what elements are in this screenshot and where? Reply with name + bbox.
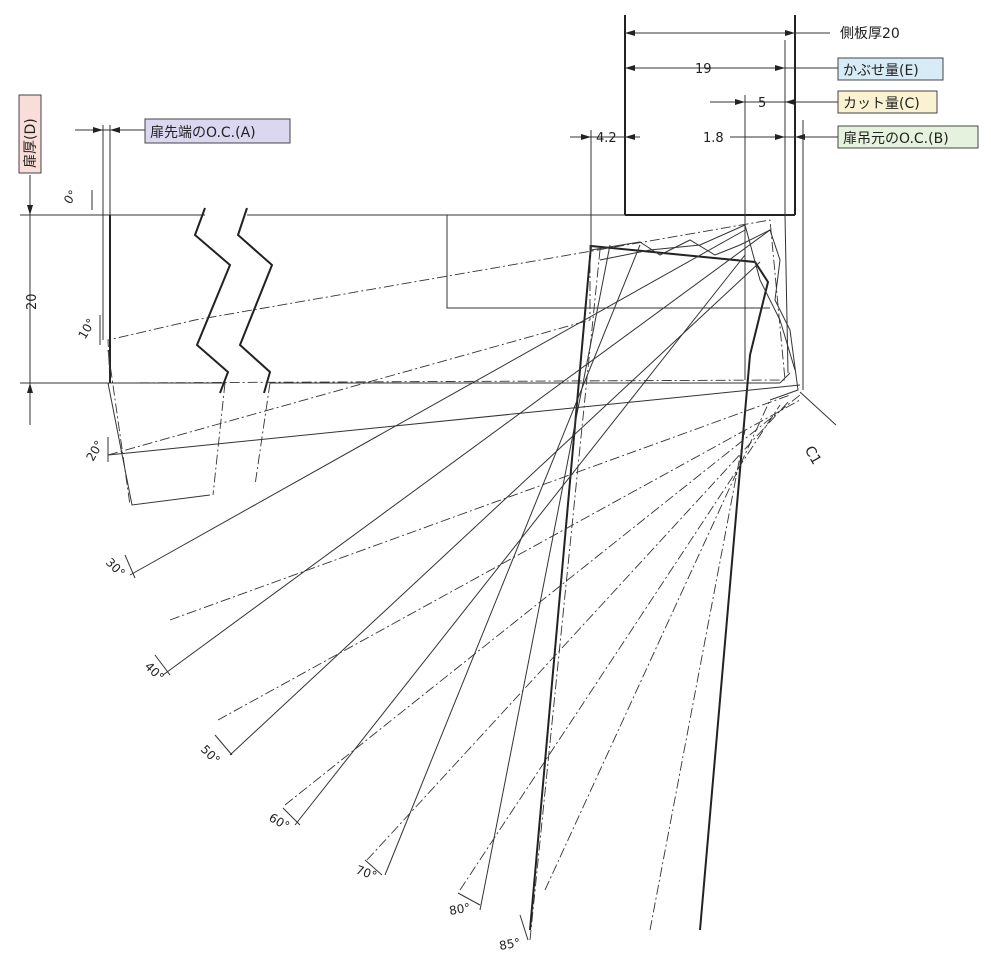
angle-80: 80° [448, 900, 471, 917]
label-side-panel-thickness: 側板厚20 [840, 26, 900, 42]
angle-ticks [91, 190, 529, 941]
angle-85: 85° [498, 935, 521, 952]
dim-hinge-offset: 1.8 [703, 131, 724, 146]
chamfer-label: C1 [801, 443, 824, 467]
angle-10: 10° [75, 316, 98, 341]
side-panel [624, 15, 796, 216]
angle-50: 50° [198, 742, 223, 767]
svg-text:扉厚(D): 扉厚(D) [23, 118, 39, 168]
svg-text:かぶせ量(E): かぶせ量(E) [843, 63, 919, 79]
label-overlay-amount: かぶせ量(E) [837, 57, 944, 81]
swing-lines [107, 229, 801, 941]
dim-door-thickness: 20 [25, 293, 40, 310]
angle-20: 20° [83, 438, 106, 463]
angle-0: 0° [61, 188, 80, 207]
angle-70: 70° [354, 863, 379, 883]
label-tip-oc: 扉先端のO.C.(A) [144, 118, 291, 144]
svg-text:カット量(C): カット量(C) [843, 96, 920, 112]
door-swing-outlines [107, 219, 799, 931]
angle-30: 30° [103, 555, 128, 580]
angle-40: 40° [142, 659, 167, 684]
label-hinge-oc: 扉吊元のO.C.(B) [837, 125, 979, 149]
dim-left-offset: 4.2 [596, 131, 617, 146]
svg-text:側板厚20: 側板厚20 [840, 26, 900, 42]
svg-text:扉吊元のO.C.(B): 扉吊元のO.C.(B) [843, 131, 949, 147]
label-door-thickness: 扉厚(D) [18, 94, 42, 174]
dimension-lines [20, 30, 838, 426]
angle-60: 60° [267, 810, 292, 833]
label-cut-amount: カット量(C) [837, 90, 938, 114]
dim-overlay-19: 19 [695, 62, 712, 77]
break-lines [193, 207, 274, 496]
svg-text:扉先端のO.C.(A): 扉先端のO.C.(A) [150, 125, 256, 141]
dim-cut-5: 5 [758, 96, 766, 111]
